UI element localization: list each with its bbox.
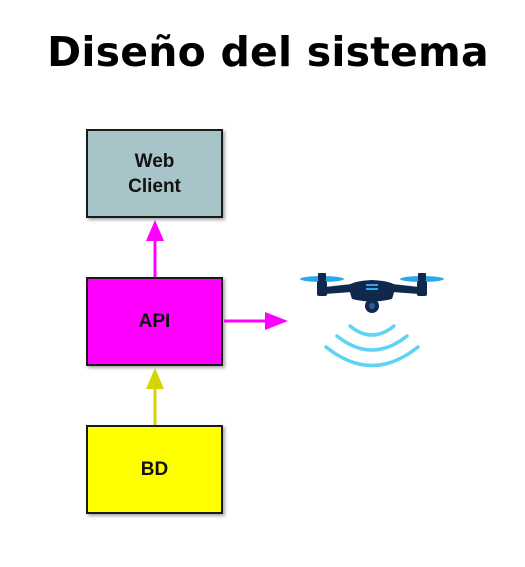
api-node: API: [86, 277, 223, 366]
bd-node: BD: [86, 425, 223, 514]
api-label: API: [138, 311, 171, 332]
web-client-label: Web Client: [128, 150, 181, 197]
arrow-api-to-drone: [224, 312, 288, 330]
arrow-api-to-client: [146, 220, 164, 277]
web-client-node: Web Client: [86, 129, 223, 218]
bd-label: BD: [140, 459, 169, 480]
signal-waves-icon: [324, 324, 420, 368]
arrow-db-to-api: [146, 368, 164, 425]
drone-icon: [300, 273, 444, 313]
diagram-title: Diseño del sistema: [47, 28, 489, 76]
